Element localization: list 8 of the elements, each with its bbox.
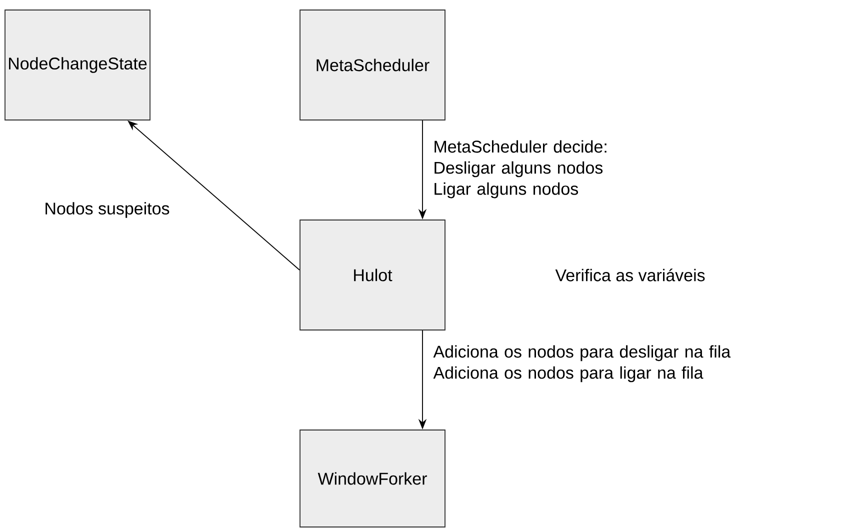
edge-label: Nodos suspeitos	[46, 202, 170, 218]
process-box: Hulot	[300, 220, 446, 330]
process-box: WindowForker	[300, 430, 446, 528]
process-box: NodeChangeState	[4, 10, 150, 120]
note: Verifica as variáveis	[555, 268, 705, 282]
edge-label: MetaScheduler decide: Desligar alguns nodos Ligar alguns nodos	[434, 140, 606, 198]
edge-label: Adiciona os nodos para desligar na fila Adiciona os nodos para ligar na fila	[433, 345, 731, 382]
process-box: MetaScheduler	[300, 10, 446, 120]
